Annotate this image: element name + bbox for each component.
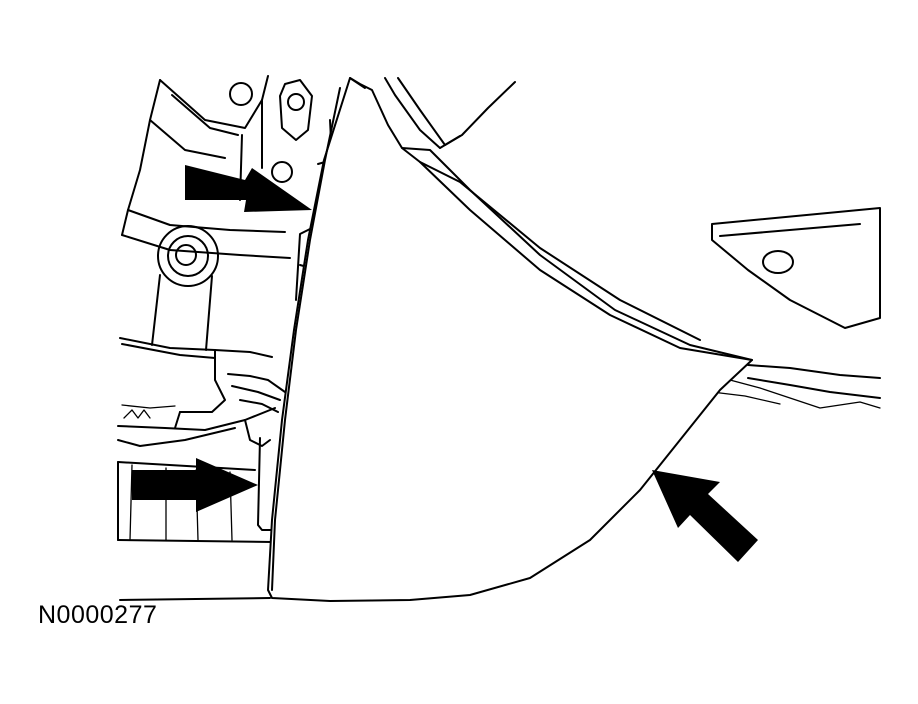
console-body [384,77,881,409]
lower-left-arrow [132,458,258,512]
arrows [132,165,758,562]
right-arrow [652,470,758,562]
upper-left-arrow [185,165,312,212]
leader-line [119,597,271,601]
trim-panel [267,77,753,602]
figure-code: N0000277 [38,601,158,629]
dashboard-structure [117,75,333,543]
